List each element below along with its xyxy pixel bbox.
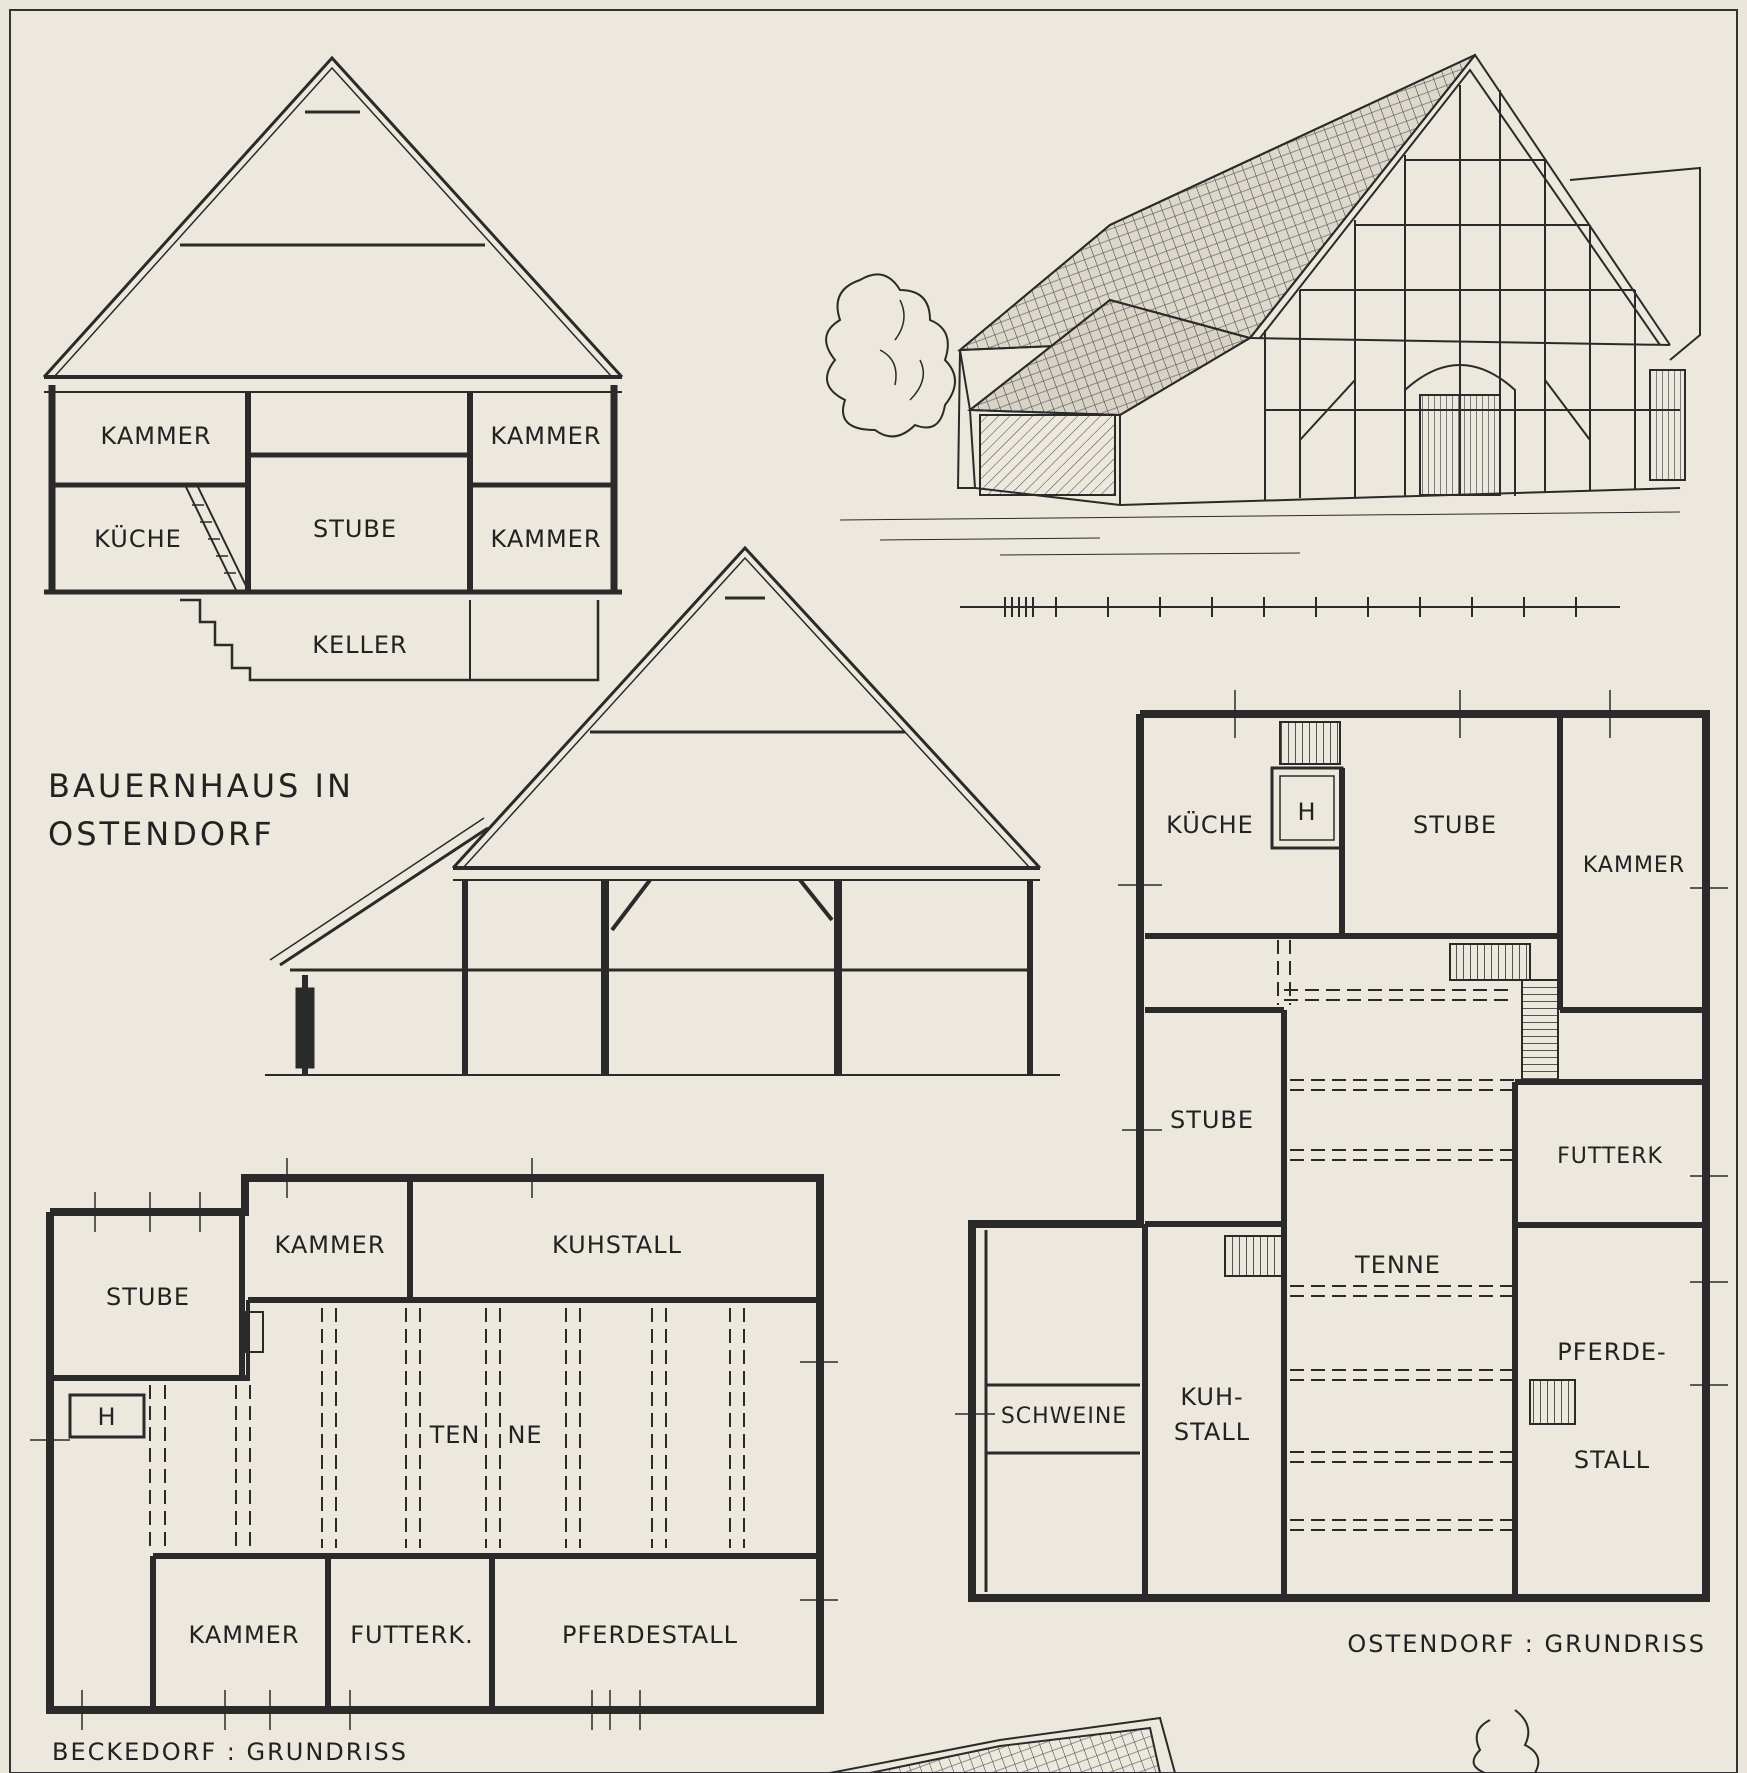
beckedorf-plan-caption: BECKEDORF : GRUNDRISS [52, 1738, 408, 1766]
page-frame [9, 9, 1738, 1773]
ostendorf-label-kueche: KÜCHE [1166, 810, 1254, 839]
beckedorf-label-futterk: FUTTERK. [350, 1621, 473, 1649]
section-labels: KAMMER KAMMER KÜCHE STUBE KAMMER KELLER [94, 422, 602, 659]
ostendorf-label-kuhstall-2: STALL [1174, 1418, 1250, 1446]
ostendorf-label-pferdestall-1: PFERDE- [1557, 1338, 1666, 1366]
ostendorf-plan-caption: OSTENDORF : GRUNDRISS [1347, 1630, 1706, 1658]
label-kueche: KÜCHE [94, 524, 182, 553]
ostendorf-label-kammer: KAMMER [1583, 853, 1685, 878]
label-keller: KELLER [312, 631, 407, 659]
beckedorf-label-pferdestall: PFERDESTALL [562, 1621, 738, 1649]
label-stube: STUBE [313, 515, 397, 543]
ostendorf-floor-plan [955, 690, 1728, 1602]
ostendorf-label-futterk: FUTTERK [1557, 1144, 1663, 1169]
label-kammer-upper-right: KAMMER [491, 422, 602, 450]
beckedorf-label-kuhstall: KUHSTALL [552, 1231, 682, 1259]
barn-cross-section [265, 545, 1060, 1076]
label-kammer-upper-left: KAMMER [101, 422, 212, 450]
beckedorf-label-herd: H [97, 1403, 116, 1431]
ostendorf-label-tenne: TENNE [1354, 1251, 1441, 1279]
ostendorf-plan-labels: KÜCHE H STUBE KAMMER STUBE FUTTERK TENNE… [1001, 798, 1706, 1658]
ostendorf-label-kuhstall-1: KUH- [1180, 1383, 1243, 1411]
beckedorf-label-tenne-1: TEN [429, 1421, 481, 1449]
drawing-title-line-1: BAUERNHAUS IN [48, 767, 354, 805]
ostendorf-label-herd: H [1297, 798, 1316, 826]
house-cross-section [42, 55, 624, 682]
beckedorf-label-tenne-2: NE [507, 1421, 542, 1449]
beckedorf-label-kammer-bottom: KAMMER [189, 1621, 300, 1649]
scale-bar [960, 597, 1620, 617]
ostendorf-label-stube-top: STUBE [1413, 811, 1497, 839]
beckedorf-floor-plan [30, 1158, 838, 1730]
label-kammer-lower-right: KAMMER [491, 525, 602, 553]
beckedorf-label-kammer-top: KAMMER [275, 1231, 386, 1259]
beckedorf-label-stube: STUBE [106, 1283, 190, 1311]
beckedorf-plan-labels: STUBE KAMMER KUHSTALL H TEN NE KAMMER FU… [52, 1231, 738, 1766]
ostendorf-label-stube-mid: STUBE [1170, 1106, 1254, 1134]
ostendorf-label-schweine: SCHWEINE [1001, 1404, 1127, 1429]
cropped-sketch-fragment [829, 1709, 1540, 1773]
ostendorf-label-pferdestall-2: STALL [1574, 1446, 1650, 1474]
drawing-title-line-2: OSTENDORF [48, 815, 275, 853]
farmhouse-perspective-sketch [825, 53, 1701, 556]
